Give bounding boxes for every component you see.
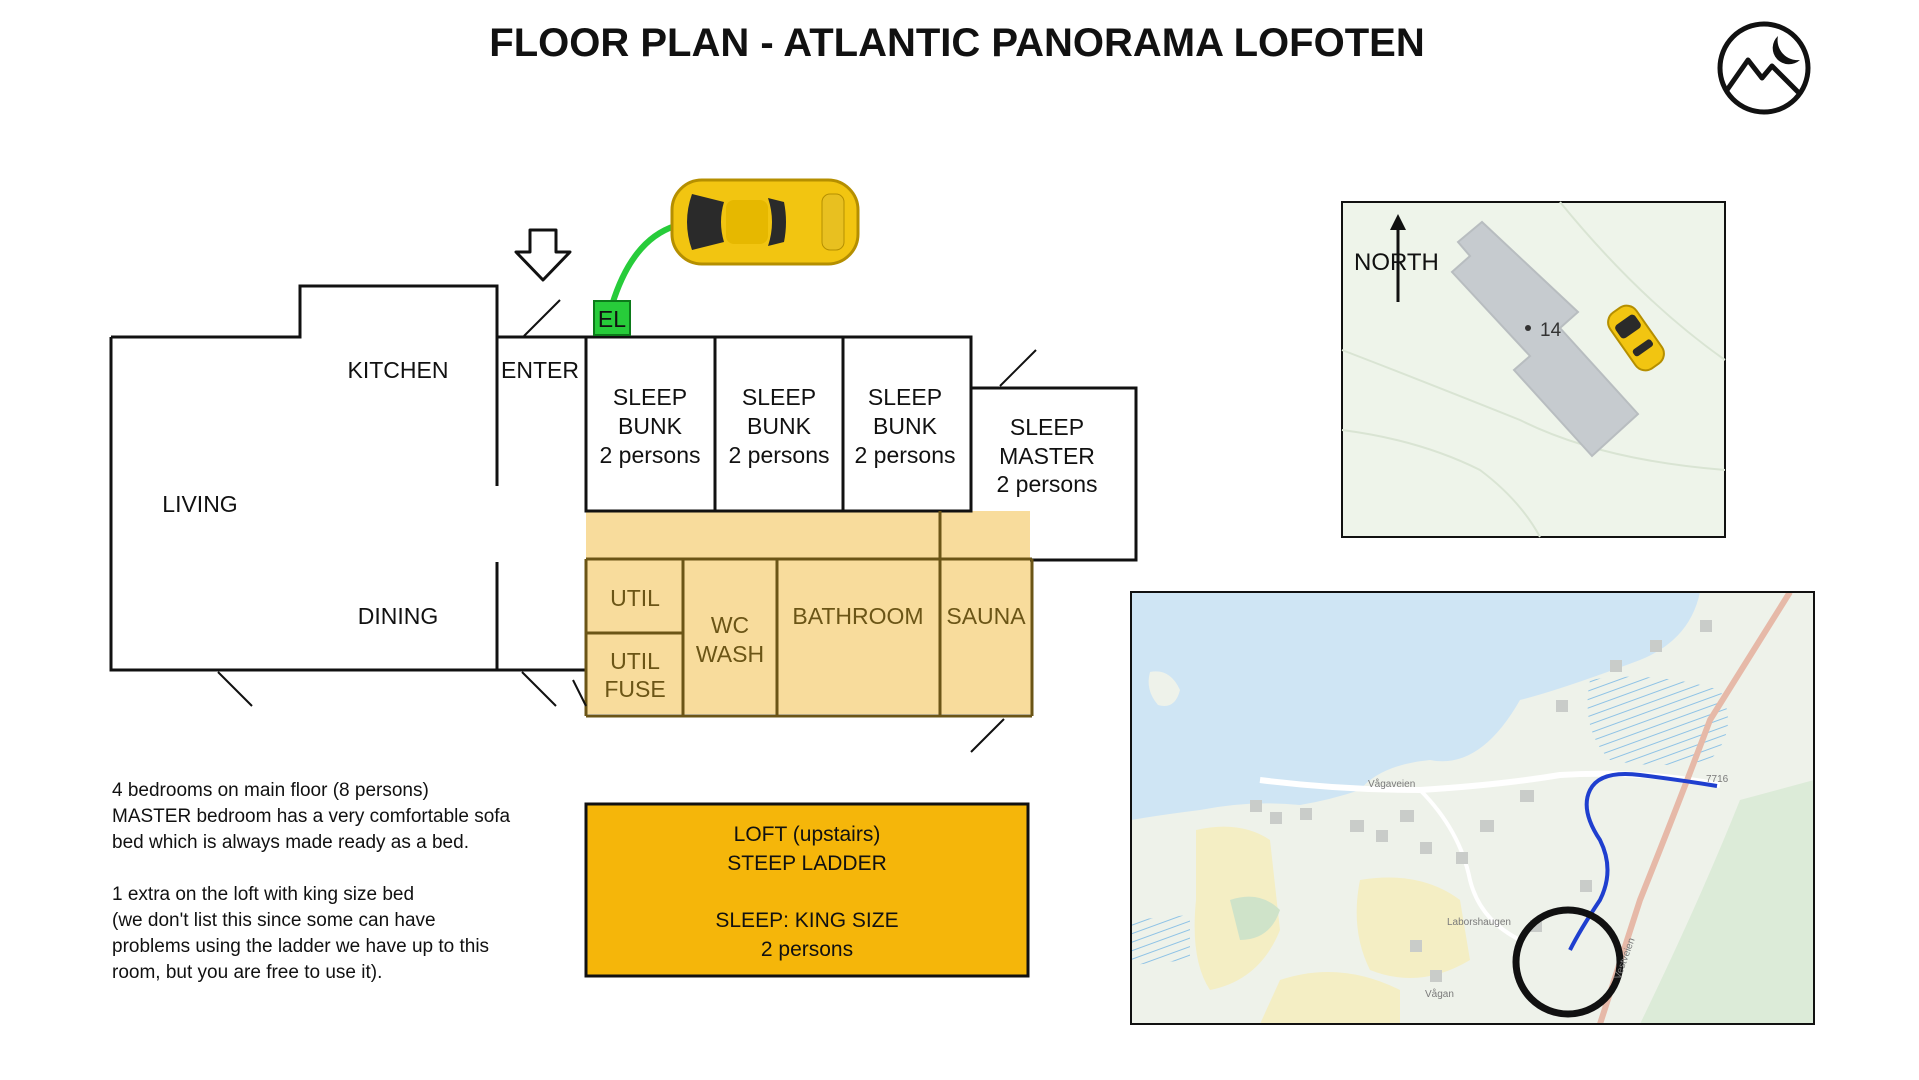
svg-text:2 persons: 2 persons — [599, 442, 700, 468]
car-icon — [670, 178, 860, 266]
room-bunk-2: SLEEP BUNK 2 persons — [728, 384, 829, 468]
route-line — [1568, 772, 1718, 951]
svg-text:WASH: WASH — [696, 641, 764, 667]
svg-text:SLEEP: SLEEP — [613, 384, 687, 410]
svg-text:problems using the ladder we h: problems using the ladder we have up to … — [112, 936, 489, 957]
room-bunk-1: SLEEP BUNK 2 persons — [599, 384, 700, 468]
loft-box — [584, 802, 1030, 978]
room-sauna-label: SAUNA — [946, 603, 1026, 629]
svg-text:SLEEP: SLEEP — [868, 384, 942, 410]
svg-text:1 extra on the loft with king: 1 extra on the loft with king size bed — [112, 884, 414, 905]
el-label: EL — [598, 306, 626, 332]
svg-text:(we don't list this since some: (we don't list this since some can have — [112, 910, 436, 931]
svg-text:MASTER: MASTER — [999, 443, 1095, 469]
room-enter-label: ENTER — [501, 357, 579, 383]
svg-text:bed which is always made ready: bed which is always made ready as a bed. — [112, 832, 469, 853]
svg-text:SLEEP: KING SIZE: SLEEP: KING SIZE — [715, 909, 898, 932]
power-cable — [609, 223, 677, 306]
el-box — [593, 300, 631, 336]
destination-circle — [1512, 906, 1624, 1018]
svg-text:BUNK: BUNK — [618, 413, 683, 439]
notes-text: 4 bedrooms on main floor (8 persons) MAS… — [112, 780, 511, 983]
svg-text:2 persons: 2 persons — [761, 938, 853, 961]
mini-map: 14 NORTH — [1341, 201, 1726, 538]
mountain-moon-logo-icon — [1717, 21, 1811, 115]
svg-text:LOFT (upstairs): LOFT (upstairs) — [734, 823, 881, 846]
road-label: Vågaveien — [1368, 778, 1415, 790]
svg-text:2 persons: 2 persons — [996, 471, 1097, 497]
room-util-fuse: UTIL FUSE — [604, 648, 665, 702]
car-marker-icon — [1607, 304, 1665, 372]
svg-text:2 persons: 2 persons — [854, 442, 955, 468]
floor-plan — [109, 228, 1138, 753]
svg-text:2 persons: 2 persons — [728, 442, 829, 468]
place-laborshaugen: Laborshaugen — [1447, 917, 1511, 928]
svg-text:BUNK: BUNK — [873, 413, 938, 439]
room-living-label: LIVING — [162, 491, 237, 517]
svg-text:4 bedrooms on main floor (8 pe: 4 bedrooms on main floor (8 persons) — [112, 780, 429, 801]
loft-text: LOFT (upstairs) STEEP LADDER SLEEP: KING… — [715, 823, 898, 961]
svg-text:MASTER bedroom has a very comf: MASTER bedroom has a very comfortable so… — [112, 806, 511, 827]
room-kitchen-label: KITCHEN — [348, 357, 449, 383]
svg-text:WC: WC — [711, 612, 749, 638]
svg-text:FUSE: FUSE — [604, 676, 665, 702]
room-bathroom-label: BATHROOM — [792, 603, 923, 629]
entry-arrow-icon — [514, 228, 572, 282]
room-util-label: UTIL — [610, 585, 660, 611]
road-number: 7716 — [1706, 774, 1729, 785]
room-bunk-3: SLEEP BUNK 2 persons — [854, 384, 955, 468]
area-map: Vågaveien 7716 Laborshaugen Vågan Vestve… — [1131, 592, 1814, 1024]
room-master: SLEEP MASTER 2 persons — [996, 414, 1097, 497]
hallway-wet-area — [586, 511, 1030, 559]
room-dining-label: DINING — [358, 603, 439, 629]
wet-rooms-area — [586, 559, 1032, 714]
place-vagan: Vågan — [1425, 988, 1454, 1000]
svg-text:BUNK: BUNK — [747, 413, 812, 439]
north-label: NORTH — [1354, 249, 1439, 276]
page-title: FLOOR PLAN - ATLANTIC PANORAMA LOFOTEN — [489, 21, 1424, 65]
svg-text:UTIL: UTIL — [610, 648, 660, 674]
room-wc-wash: WC WASH — [696, 612, 764, 667]
svg-text:SLEEP: SLEEP — [1010, 414, 1084, 440]
svg-text:room, but you are free to use: room, but you are free to use it). — [112, 962, 382, 983]
svg-text:SLEEP: SLEEP — [742, 384, 816, 410]
house-number: 14 — [1540, 320, 1562, 341]
svg-text:STEEP LADDER: STEEP LADDER — [727, 852, 887, 875]
